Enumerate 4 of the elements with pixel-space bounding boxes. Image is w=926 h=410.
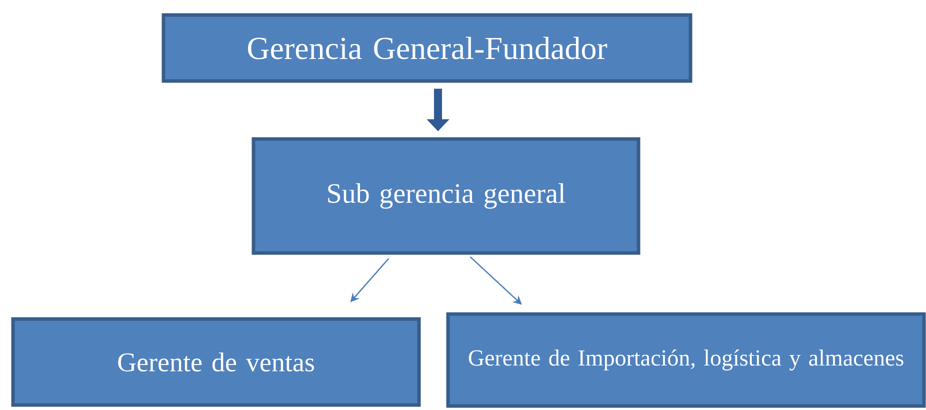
org-box: Sub gerencia general — [252, 137, 640, 255]
org-box: Gerente de ventas — [11, 317, 421, 407]
org-box: Gerente de Importación, logística y almacenes — [446, 312, 926, 408]
org-box: Gerencia General-Fundador — [162, 13, 692, 83]
